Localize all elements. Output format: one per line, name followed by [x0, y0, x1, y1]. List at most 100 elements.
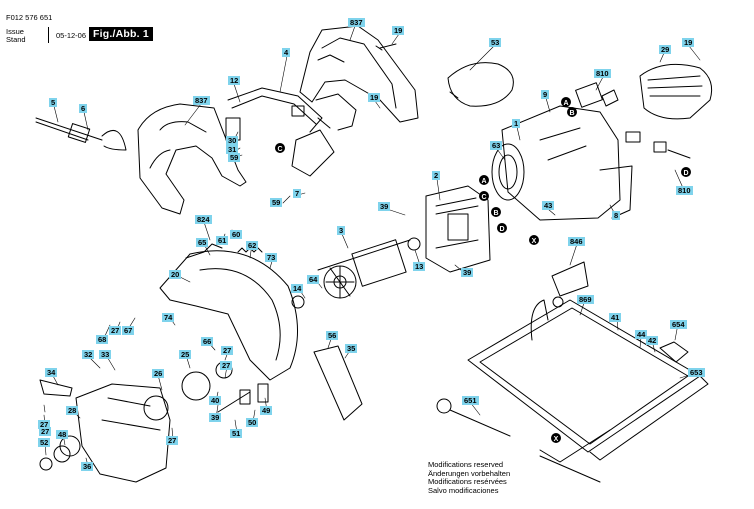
callout-4: 4: [282, 48, 291, 57]
callout-29: 29: [659, 45, 672, 54]
callout-36: 36: [81, 462, 94, 471]
notice-line-de: Änderungen vorbehalten: [428, 468, 511, 478]
marker-D-text: D: [499, 226, 504, 233]
callout-48: 48: [56, 430, 69, 439]
field-stator-2: [425, 185, 491, 273]
callout-1: 1: [512, 119, 521, 128]
handle-837-left: [137, 103, 247, 215]
callout-51: 51: [230, 429, 243, 438]
callout-53: 53: [489, 38, 502, 47]
marker-X-text: X: [554, 436, 559, 443]
callout-59: 59: [270, 198, 283, 207]
callout-27: 27: [221, 346, 234, 355]
callout-837-left: 837: [193, 96, 210, 105]
marker-A-text: A: [481, 178, 486, 185]
marker-B: B: [567, 107, 577, 117]
callout-42: 42: [646, 336, 659, 345]
callout-34: 34: [45, 368, 58, 377]
screw-19-top: [375, 43, 397, 51]
nut-52: [39, 457, 53, 471]
callout-60: 60: [230, 230, 243, 239]
washer-28: [59, 435, 81, 457]
switch-wiring: [225, 87, 335, 177]
callout-30: 30: [226, 136, 239, 145]
callout-28: 28: [66, 406, 79, 415]
callout-810: 810: [594, 69, 611, 78]
callout-27: 27: [39, 427, 52, 436]
callout-39: 39: [209, 413, 222, 422]
callout-63: 63: [490, 141, 503, 150]
marker-B: B: [491, 207, 501, 217]
figure-label: Fig./Abb. 1: [89, 27, 153, 41]
marker-D: D: [497, 223, 507, 233]
callout-65: 65: [196, 238, 209, 247]
callout-66: 66: [201, 337, 214, 346]
lower-blade-guard: [75, 383, 171, 483]
callout-27: 27: [220, 361, 233, 370]
end-cap-29: [639, 63, 713, 120]
callout-27: 27: [109, 326, 122, 335]
callout-39: 39: [378, 202, 391, 211]
callout-61: 61: [216, 236, 229, 245]
marker-B-text: B: [493, 210, 498, 217]
callout-32: 32: [82, 350, 95, 359]
callout-31: 31: [226, 145, 239, 154]
gear-25: [181, 371, 211, 401]
knob-654: [659, 341, 689, 363]
callout-869: 869: [577, 295, 594, 304]
callout-26: 26: [152, 369, 165, 378]
lever-34: [39, 379, 73, 397]
notice-line-es: Salvo modificaciones: [428, 485, 499, 495]
brush-holder-top: [575, 82, 619, 108]
upper-blade-guard: [159, 243, 298, 381]
callout-43: 43: [542, 201, 555, 210]
callout-44: 44: [635, 330, 648, 339]
callout-824: 824: [195, 215, 212, 224]
wrench-651: [436, 398, 511, 437]
callout-3: 3: [337, 226, 346, 235]
callout-68: 68: [96, 335, 109, 344]
callout-837-top: 837: [348, 18, 365, 27]
cap-53: [447, 62, 514, 107]
callout-810: 810: [676, 186, 693, 195]
modifications-notice: Modifications reserved Änderungen vorbeh…: [428, 460, 511, 495]
issue-date: 05-12-06: [56, 31, 87, 40]
marker-B-text: B: [569, 110, 574, 117]
callout-5: 5: [49, 98, 58, 107]
marker-C-text: C: [277, 146, 282, 153]
callout-59: 59: [228, 153, 241, 162]
marker-A: A: [561, 97, 571, 107]
marker-D: D: [681, 167, 691, 177]
marker-X: X: [529, 235, 539, 245]
callout-12: 12: [228, 76, 241, 85]
marker-C: C: [275, 143, 285, 153]
marker-X: X: [551, 433, 561, 443]
callout-7: 7: [293, 189, 302, 198]
callout-64: 64: [307, 275, 320, 284]
callout-67: 67: [122, 326, 135, 335]
marker-X-text: X: [532, 238, 537, 245]
callout-52: 52: [38, 438, 51, 447]
callout-50: 50: [246, 418, 259, 427]
callout-27: 27: [166, 436, 179, 445]
document-number: F012 576 651: [6, 13, 53, 22]
bearing-14: [291, 295, 305, 309]
notice-line-fr: Modifications resérvées: [428, 477, 507, 487]
callout-74: 74: [162, 313, 175, 322]
bearing-13: [407, 237, 421, 251]
callout-846: 846: [568, 237, 585, 246]
callout-8: 8: [612, 211, 621, 220]
marker-D-text: D: [683, 170, 688, 177]
screw-set: [217, 383, 269, 413]
callout-2: 2: [432, 171, 441, 180]
callout-56: 56: [326, 331, 339, 340]
callout-62: 62: [246, 241, 259, 250]
issue-label: Issue: [6, 27, 24, 36]
callout-653: 653: [688, 368, 705, 377]
callout-19: 19: [682, 38, 695, 47]
flange-26: [143, 395, 169, 421]
issue-brace: [48, 27, 53, 43]
callout-25: 25: [179, 350, 192, 359]
callout-6: 6: [79, 104, 88, 113]
